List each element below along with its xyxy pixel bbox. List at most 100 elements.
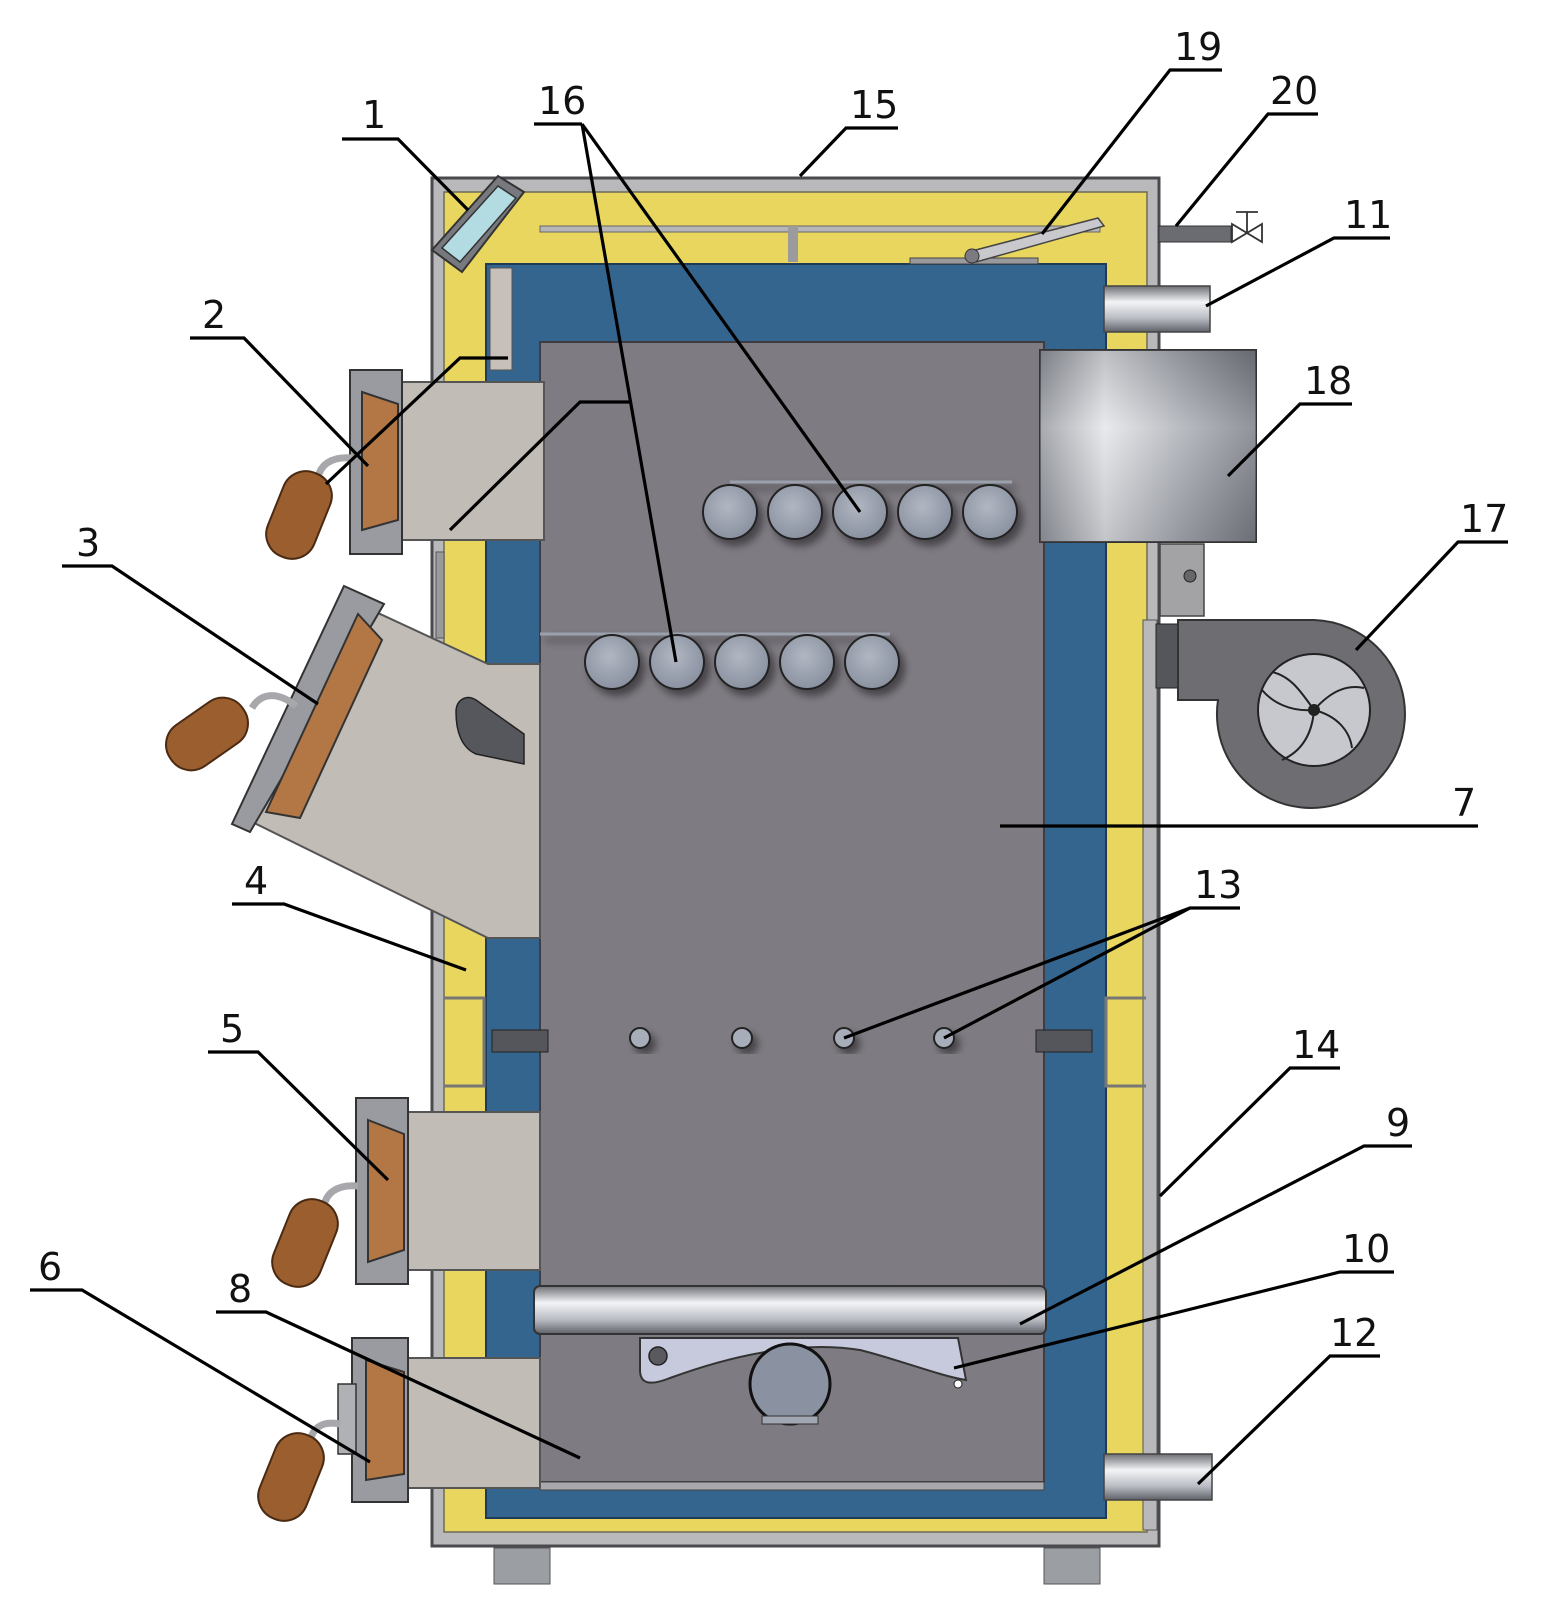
leader-11 xyxy=(1205,236,1390,308)
leader-10 xyxy=(953,1270,1394,1370)
callout-20: 20 xyxy=(1270,69,1318,113)
door-ash xyxy=(257,1337,541,1522)
leader-19 xyxy=(1040,68,1222,235)
foot-left xyxy=(493,1547,551,1585)
tube-lower-2 xyxy=(649,634,705,690)
left-channel xyxy=(489,267,513,371)
callout-17: 17 xyxy=(1460,497,1508,541)
leader-2 xyxy=(190,336,370,468)
grate-support-right xyxy=(1035,1029,1093,1053)
leader-13b xyxy=(943,906,1191,1040)
leader-14 xyxy=(1158,1066,1340,1198)
flue-outlet xyxy=(1039,349,1257,543)
leader-16a xyxy=(580,123,862,513)
door-middle-channel xyxy=(403,1111,541,1271)
door-ash-bracket xyxy=(337,1383,357,1455)
leader-3 xyxy=(62,564,319,706)
fan-blades xyxy=(1261,671,1365,761)
door-ash-channel xyxy=(403,1357,541,1489)
leader-6 xyxy=(30,1288,371,1464)
lever-end-hole xyxy=(953,1379,963,1389)
door-ash-handle xyxy=(257,1432,325,1522)
tube-upper-5 xyxy=(962,484,1018,540)
leader-5 xyxy=(208,1050,390,1182)
inspection-window xyxy=(430,174,526,274)
door-middle-panel xyxy=(367,1118,405,1264)
callout-3: 3 xyxy=(76,521,100,565)
sensor-assembly xyxy=(909,217,1106,265)
blower-fan xyxy=(1155,543,1406,809)
grate-pipe-body xyxy=(533,1285,1047,1335)
ash-port xyxy=(748,1342,832,1426)
callout-19: 19 xyxy=(1174,25,1222,69)
tube-upper-1 xyxy=(702,484,758,540)
callout-16: 16 xyxy=(538,79,586,123)
tube-lower-4 xyxy=(779,634,835,690)
connection-pipes xyxy=(1103,211,1263,1501)
sensor-pivot xyxy=(964,248,980,264)
supply-pipe xyxy=(1103,285,1211,333)
tube-upper-2 xyxy=(767,484,823,540)
top-inner-rail xyxy=(539,225,1101,233)
callout-labels: 1 2 3 4 5 6 7 8 9 10 11 12 13 14 15 16 1… xyxy=(38,25,1508,1355)
flue-outlet-shade xyxy=(1040,350,1256,542)
callout-18: 18 xyxy=(1304,359,1352,403)
leader-8 xyxy=(216,1310,581,1460)
ash-area xyxy=(639,1337,968,1426)
leader-2b xyxy=(324,356,508,486)
fan-hub xyxy=(1308,704,1320,716)
door-upper-handle xyxy=(265,470,333,560)
side-rail-left xyxy=(435,551,445,639)
bottom-shelf xyxy=(539,1481,1045,1491)
grate-support-left xyxy=(491,1029,549,1053)
drain-pipe xyxy=(1158,225,1232,243)
top-inner-bracket xyxy=(788,226,798,262)
tube-lower-1 xyxy=(584,634,640,690)
leader-9 xyxy=(1019,1144,1412,1326)
fan-mount-bolt xyxy=(1183,569,1197,583)
leader-17 xyxy=(1354,540,1508,652)
door-middle-handle xyxy=(271,1198,339,1288)
tube-lower-5 xyxy=(844,634,900,690)
callout-8: 8 xyxy=(228,1267,252,1311)
tube-lower-3 xyxy=(714,634,770,690)
callout-10: 10 xyxy=(1342,1227,1390,1271)
callout-9: 9 xyxy=(1386,1101,1410,1145)
leader-1 xyxy=(342,137,470,212)
door-ash-panel xyxy=(365,1358,405,1482)
door-loading-panel xyxy=(264,612,384,820)
door-loading-handle-stem xyxy=(248,692,299,710)
left-side-bracket xyxy=(444,996,486,1088)
leader-15 xyxy=(798,126,898,178)
leader-12 xyxy=(1196,1354,1380,1486)
leader-16c xyxy=(448,400,630,532)
callout-4: 4 xyxy=(244,859,268,903)
leader-lines xyxy=(30,68,1508,1486)
callout-11: 11 xyxy=(1344,193,1392,237)
grate-pipe xyxy=(533,1285,1047,1335)
lever-pivot xyxy=(648,1346,668,1366)
callout-7: 7 xyxy=(1452,781,1476,825)
callout-12: 12 xyxy=(1330,1311,1378,1355)
heat-exchanger-tubes xyxy=(540,480,1018,690)
callout-13: 13 xyxy=(1194,863,1242,907)
callout-6: 6 xyxy=(38,1245,62,1289)
callout-2: 2 xyxy=(202,293,226,337)
right-side-bracket xyxy=(1104,996,1146,1088)
door-middle-handle-stem xyxy=(320,1182,359,1207)
callout-5: 5 xyxy=(220,1007,244,1051)
leader-16b xyxy=(580,123,678,663)
right-casing-strip xyxy=(1142,619,1158,1531)
fan-mount-plate xyxy=(1159,543,1205,617)
tube-upper-4 xyxy=(897,484,953,540)
return-pipe xyxy=(1103,1453,1213,1501)
door-upper-panel xyxy=(361,390,399,532)
drain-valve-icon xyxy=(1231,211,1263,244)
leader-20 xyxy=(1174,112,1318,228)
callout-14: 14 xyxy=(1292,1023,1340,1067)
fan-neck xyxy=(1155,623,1181,689)
callout-1: 1 xyxy=(362,93,386,137)
door-loading xyxy=(165,584,541,939)
nozzle-2 xyxy=(731,1027,753,1049)
